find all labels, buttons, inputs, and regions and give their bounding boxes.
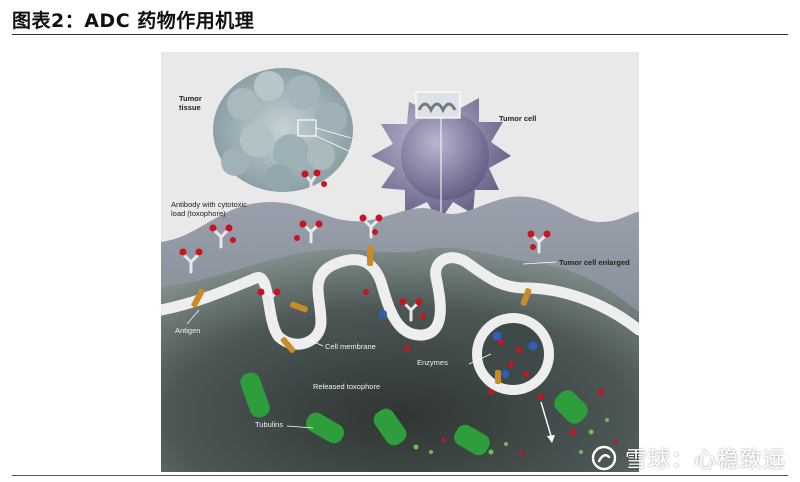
- released-toxophore-particles: [413, 418, 618, 456]
- bottom-rule: [12, 475, 788, 476]
- toxophores: [179, 169, 604, 435]
- tumor-cell: [371, 91, 511, 240]
- tumor-tissue: [213, 68, 353, 192]
- tubulins: [240, 372, 588, 456]
- label-tumor-cell: Tumor cell: [499, 114, 537, 123]
- diagram-illustration: [161, 68, 639, 472]
- watermark-text: 雪球：心稳致远: [624, 448, 786, 473]
- release-arrow: [540, 401, 555, 443]
- cell-body: [161, 247, 639, 472]
- label-enzymes: Enzymes: [417, 358, 448, 367]
- label-antigen: Antigen: [175, 326, 201, 335]
- lysosome: [472, 313, 554, 395]
- figure-title: 图表2：ADC 药物作用机理: [12, 10, 255, 32]
- antigens: [191, 246, 532, 384]
- enzymes: [379, 310, 538, 378]
- label-antibody-2: load (toxophore): [171, 209, 226, 218]
- label-tubulins: Tubulins: [255, 420, 284, 429]
- label-released-toxophore: Released toxophore: [313, 382, 381, 391]
- label-tumor-tissue-1: Tumor: [179, 94, 202, 103]
- watermark: 雪球：心稳致远: [591, 444, 786, 473]
- label-antibody-1: Antibody with cytotoxic: [171, 200, 247, 209]
- label-tumor-cell-enlarged: Tumor cell enlarged: [559, 258, 630, 267]
- figure-header: 图表2：ADC 药物作用机理: [12, 4, 788, 35]
- leader-lines: [186, 261, 557, 429]
- adc-mechanism-diagram: Tumor tissue Tumor cell Antibody with cy…: [161, 52, 639, 472]
- snowball-logo-icon: [591, 445, 617, 471]
- label-tumor-tissue-2: tissue: [179, 103, 201, 112]
- label-cell-membrane: Cell membrane: [325, 342, 376, 351]
